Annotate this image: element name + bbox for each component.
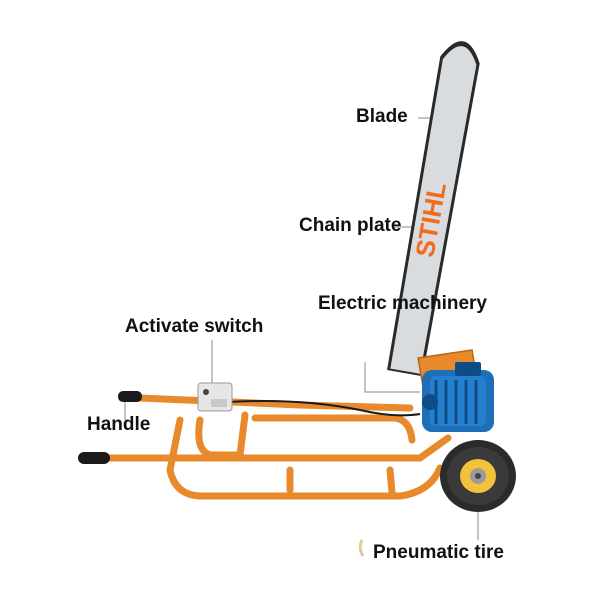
blade-label: Blade	[356, 106, 408, 127]
upper-handle-tube	[136, 394, 414, 412]
activate-switch-label: Activate switch	[125, 316, 264, 337]
blade-bar	[390, 46, 477, 374]
electric-motor	[422, 362, 494, 432]
decorative-mark	[358, 539, 365, 557]
electric-machinery-label-line1: Electric	[318, 293, 387, 314]
frame-crossbar-lower-2	[386, 466, 396, 496]
lower-grip	[78, 452, 110, 464]
inner-frame-loop	[195, 411, 249, 459]
upper-grip	[118, 391, 142, 402]
chain-plate-label: Chain plate	[299, 215, 402, 236]
cart-frame	[104, 394, 452, 500]
lower-handle-tube	[104, 434, 452, 462]
electric-machinery-label-line2: machinery	[391, 293, 487, 314]
pneumatic-tire-graphic	[440, 440, 516, 512]
electric-machinery-label: Electric machinery	[318, 293, 487, 316]
blade-assembly: STIHL	[387, 41, 480, 377]
power-cable	[227, 400, 421, 417]
handle-label: Handle	[87, 414, 151, 435]
pneumatic-tire-label: Pneumatic tire	[373, 542, 504, 563]
handle-grips	[78, 391, 142, 464]
activate-switch-box	[197, 382, 233, 412]
outer-frame-loop	[166, 416, 444, 500]
electric-machinery-leader	[364, 362, 420, 393]
frame-crossbar	[251, 414, 416, 444]
